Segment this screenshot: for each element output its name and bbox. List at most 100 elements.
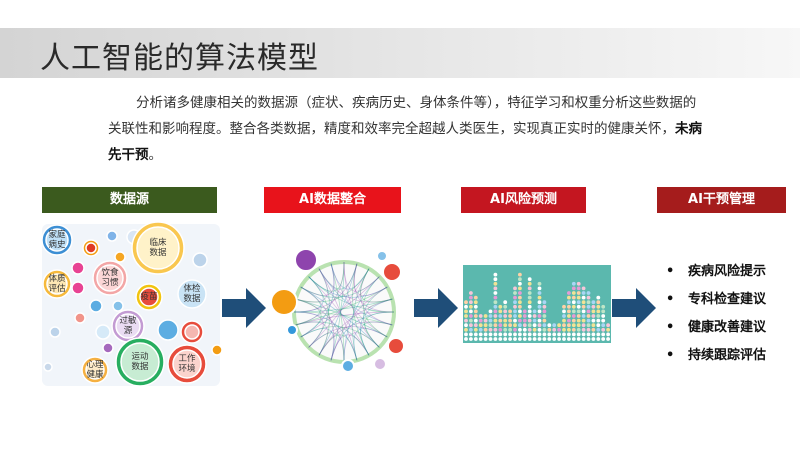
grid-cell bbox=[473, 337, 478, 341]
grid-cell bbox=[522, 318, 527, 323]
grid-cell bbox=[464, 323, 468, 328]
grid-cell bbox=[576, 300, 581, 305]
grid-cell bbox=[537, 327, 542, 332]
grid-cell bbox=[469, 291, 473, 295]
grid-cell bbox=[557, 327, 561, 332]
grid-cell bbox=[503, 318, 508, 323]
grid-cell bbox=[518, 286, 522, 291]
intervention-list: •疾病风险提示 •专科检查建议 •健康改善建议 •持续跟踪评估 bbox=[666, 258, 766, 370]
grid-cell bbox=[537, 281, 542, 286]
stage-ai-risk-prediction-label: AI风险预测 bbox=[461, 187, 586, 213]
grid-cell bbox=[488, 314, 493, 318]
grid-cell bbox=[567, 295, 571, 300]
grid-cell bbox=[473, 323, 478, 328]
grid-cell bbox=[503, 309, 508, 314]
grid-cell bbox=[469, 309, 473, 314]
grid-cell bbox=[537, 309, 542, 314]
heat-grid-graphic bbox=[463, 265, 611, 343]
grid-cell bbox=[473, 332, 478, 337]
grid-cell bbox=[522, 309, 527, 314]
grid-cell bbox=[606, 323, 610, 328]
arrow-right-icon bbox=[414, 288, 458, 328]
grid-cell bbox=[513, 295, 517, 300]
grid-cell bbox=[601, 323, 606, 328]
grid-cell bbox=[508, 314, 512, 318]
grid-cell bbox=[498, 318, 503, 323]
grid-cell bbox=[596, 327, 601, 332]
grid-cell bbox=[464, 309, 468, 314]
grid-cell bbox=[552, 337, 557, 341]
grid-cell bbox=[547, 332, 552, 337]
grid-cell bbox=[498, 304, 503, 309]
grid-cell bbox=[591, 332, 596, 337]
grid-cell bbox=[586, 327, 591, 332]
grid-cell bbox=[527, 291, 532, 295]
title-bar bbox=[0, 28, 800, 78]
grid-cell bbox=[464, 304, 468, 309]
intro-text: 分析诸多健康相关的数据源（症状、疾病历史、身体条件等），特征学习和权重分析这些数… bbox=[108, 95, 697, 137]
grid-cell bbox=[567, 327, 571, 332]
grid-cell bbox=[562, 337, 566, 341]
grid-cell bbox=[513, 332, 517, 337]
grid-cell bbox=[571, 300, 576, 305]
grid-cell bbox=[537, 318, 542, 323]
grid-cell bbox=[518, 318, 522, 323]
grid-cell bbox=[586, 332, 591, 337]
data-source-bubbles: 家庭病史 临床数据 饮食习惯 体质评估 疫苗 体检数据 过敏源 运动数据 心理健… bbox=[40, 221, 223, 388]
list-item: •持续跟踪评估 bbox=[666, 348, 767, 363]
grid-cell bbox=[483, 314, 488, 318]
grid-cell bbox=[576, 309, 581, 314]
grid-cell bbox=[508, 337, 512, 341]
grid-cell bbox=[469, 332, 473, 337]
grid-cell bbox=[473, 295, 478, 300]
grid-cell bbox=[601, 332, 606, 337]
grid-cell bbox=[473, 318, 478, 323]
grid-cell bbox=[493, 309, 498, 314]
grid-cell bbox=[591, 318, 596, 323]
grid-cell bbox=[532, 309, 537, 314]
bubble-diet-habits: 饮食习惯 bbox=[101, 268, 119, 288]
grid-cell bbox=[503, 304, 508, 309]
grid-cell bbox=[513, 291, 517, 295]
grid-cell bbox=[581, 337, 586, 341]
grid-cell bbox=[513, 323, 517, 328]
grid-cell bbox=[567, 314, 571, 318]
grid-cell bbox=[469, 314, 473, 318]
grid-cell bbox=[537, 286, 542, 291]
grid-cell bbox=[547, 337, 552, 341]
grid-cell bbox=[581, 327, 586, 332]
grid-cell bbox=[562, 309, 566, 314]
grid-cell bbox=[586, 295, 591, 300]
grid-cell bbox=[527, 332, 532, 337]
grid-cell bbox=[483, 337, 488, 341]
grid-cell bbox=[537, 337, 542, 341]
grid-cell bbox=[518, 332, 522, 337]
grid-cell bbox=[498, 314, 503, 318]
grid-cell bbox=[562, 332, 566, 337]
grid-cell bbox=[542, 309, 547, 314]
grid-cell bbox=[586, 309, 591, 314]
grid-cell bbox=[562, 327, 566, 332]
grid-cell bbox=[581, 295, 586, 300]
grid-cell bbox=[527, 304, 532, 309]
grid-cell bbox=[518, 337, 522, 341]
grid-cell bbox=[518, 327, 522, 332]
bubble-mental-health: 心理健康 bbox=[86, 360, 104, 380]
grid-cell bbox=[527, 286, 532, 291]
grid-cell bbox=[591, 323, 596, 328]
grid-cell bbox=[601, 327, 606, 332]
grid-cell bbox=[567, 332, 571, 337]
grid-cell bbox=[581, 300, 586, 305]
grid-cell bbox=[571, 337, 576, 341]
grid-cell bbox=[527, 327, 532, 332]
grid-cell bbox=[493, 286, 498, 291]
grid-cell bbox=[586, 337, 591, 341]
grid-cell bbox=[488, 323, 493, 328]
grid-cell bbox=[513, 314, 517, 318]
grid-cell bbox=[586, 304, 591, 309]
grid-cell bbox=[567, 304, 571, 309]
grid-cell bbox=[518, 300, 522, 305]
grid-cell bbox=[469, 318, 473, 323]
grid-cell bbox=[473, 327, 478, 332]
grid-cell bbox=[576, 314, 581, 318]
